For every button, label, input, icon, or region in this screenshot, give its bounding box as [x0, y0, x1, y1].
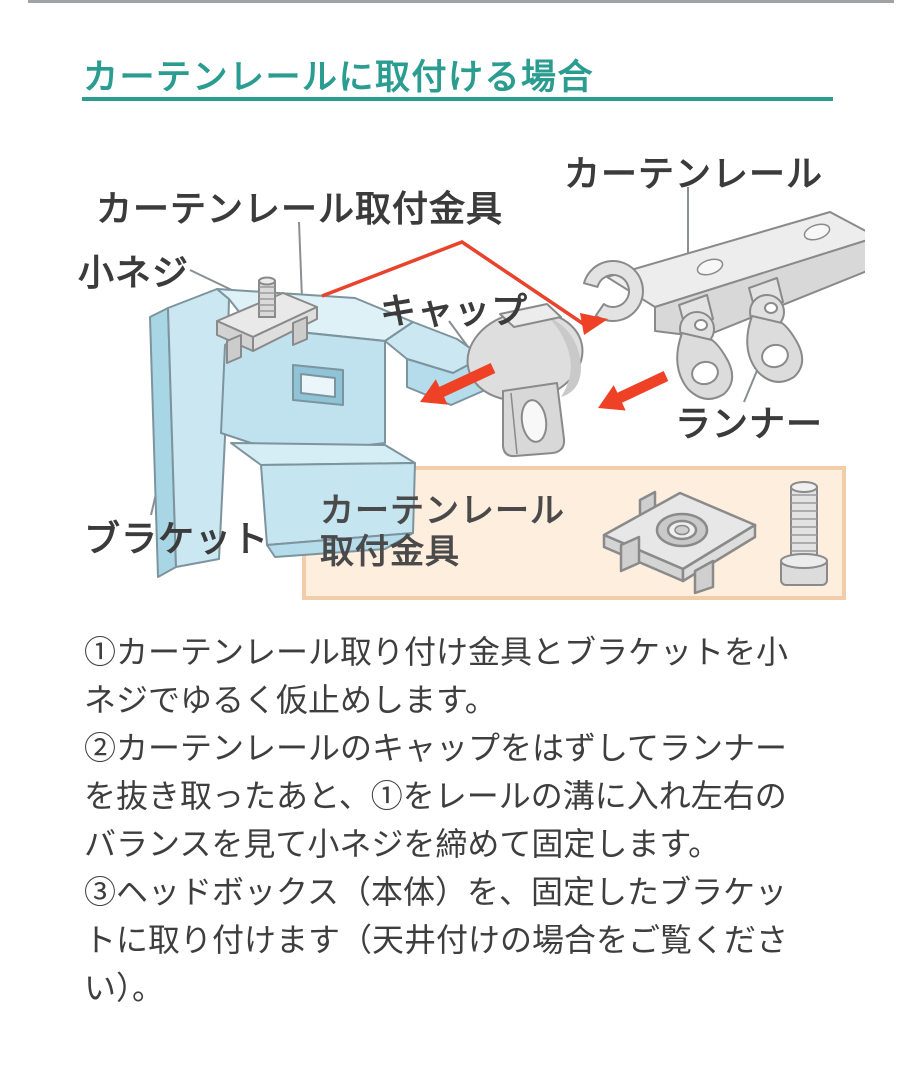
parts-panel-title-line1: カーテンレール [320, 492, 565, 530]
red-removal-arrow-right [598, 371, 669, 411]
parts-panel-title: カーテンレール 取付金具 [320, 491, 565, 573]
instruction-steps: ①カーテンレール取り付け金具とブラケットを小ネジでゆるく仮止めします。 ②カーテ… [84, 628, 812, 1012]
panel-screw-drawing [780, 481, 828, 586]
label-runner: ランナー [675, 403, 824, 444]
page-top-edge-line [28, 0, 894, 3]
section-title: カーテンレールに取付ける場合 [83, 58, 595, 97]
instruction-step-1: ①カーテンレール取り付け金具とブラケットを小ネジでゆるく仮止めします。 [84, 634, 789, 718]
curtain-rail-drawing [583, 211, 865, 338]
label-mounting-hardware: カーテンレール取付金具 [96, 188, 504, 229]
bracket-drawing [149, 288, 484, 578]
label-small-screw: 小ネジ [78, 252, 190, 293]
small-screw-drawing [258, 276, 276, 318]
panel-clip-drawing [602, 490, 757, 595]
instruction-step-2: ②カーテンレールのキャップをはずしてランナーを抜き取ったあと、①をレールの溝に入… [84, 730, 788, 862]
instruction-step-3: ③ヘッドボックス（本体）を、固定したブラケットに取り付けます（天井付けの場合をご… [84, 874, 789, 1006]
title-underline [82, 97, 833, 101]
red-insert-path [321, 240, 608, 335]
red-removal-arrow-left [420, 363, 496, 405]
parts-panel-title-line2: 取付金具 [320, 533, 460, 571]
leader-line-mounting-hardware [298, 221, 303, 300]
installation-diagram [149, 187, 865, 600]
label-bracket: ブラケット [84, 518, 270, 559]
label-curtain-rail: カーテンレール [564, 153, 824, 194]
cap-drawing [466, 303, 584, 458]
label-cap: キャップ [380, 290, 529, 331]
